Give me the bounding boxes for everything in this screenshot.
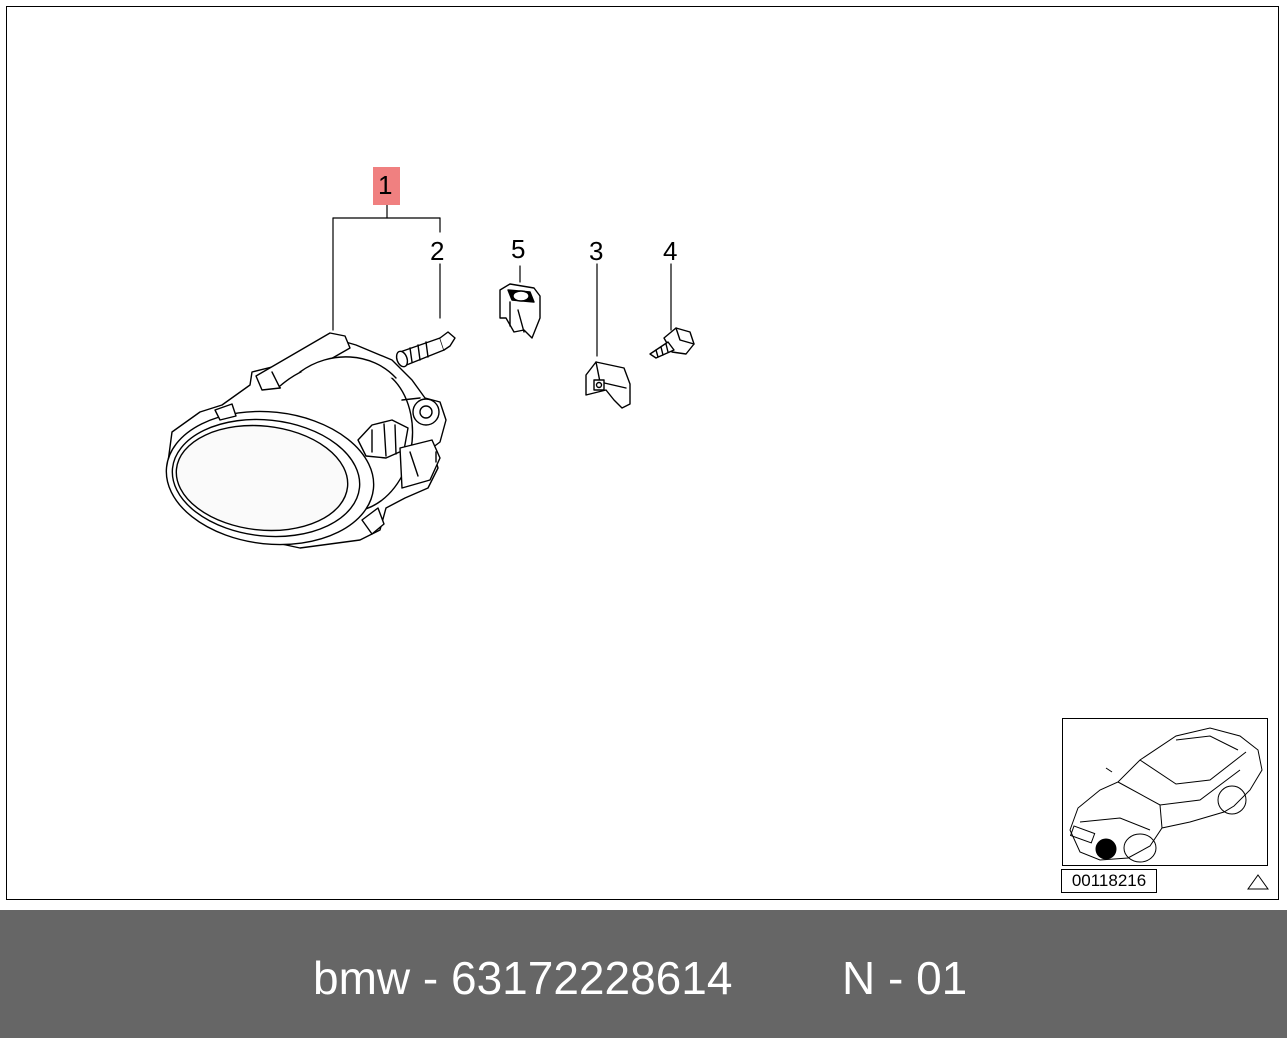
part-number-label: bmw - 63172228614 — [313, 952, 733, 1004]
warning-triangle-icon — [1247, 874, 1269, 890]
footer-bar — [0, 910, 1287, 1038]
leader-lines — [332, 204, 672, 357]
diagram-page-label: N - 01 — [842, 952, 968, 1004]
callout-2[interactable]: 2 — [430, 236, 445, 266]
callout-highlight — [373, 167, 400, 205]
callout-4[interactable]: 4 — [663, 236, 678, 266]
reference-code: 00118216 — [1061, 869, 1157, 893]
bulb — [395, 331, 456, 368]
screw — [649, 327, 695, 359]
callout-1[interactable]: 1 — [378, 170, 393, 200]
fog-lamp — [165, 332, 447, 549]
callout-5[interactable]: 5 — [511, 234, 526, 264]
clip-holder — [499, 283, 541, 339]
retaining-clip — [585, 361, 631, 409]
parts-illustration — [165, 204, 1263, 863]
car-overview-icon — [1069, 727, 1263, 863]
callout-3[interactable]: 3 — [589, 236, 604, 266]
